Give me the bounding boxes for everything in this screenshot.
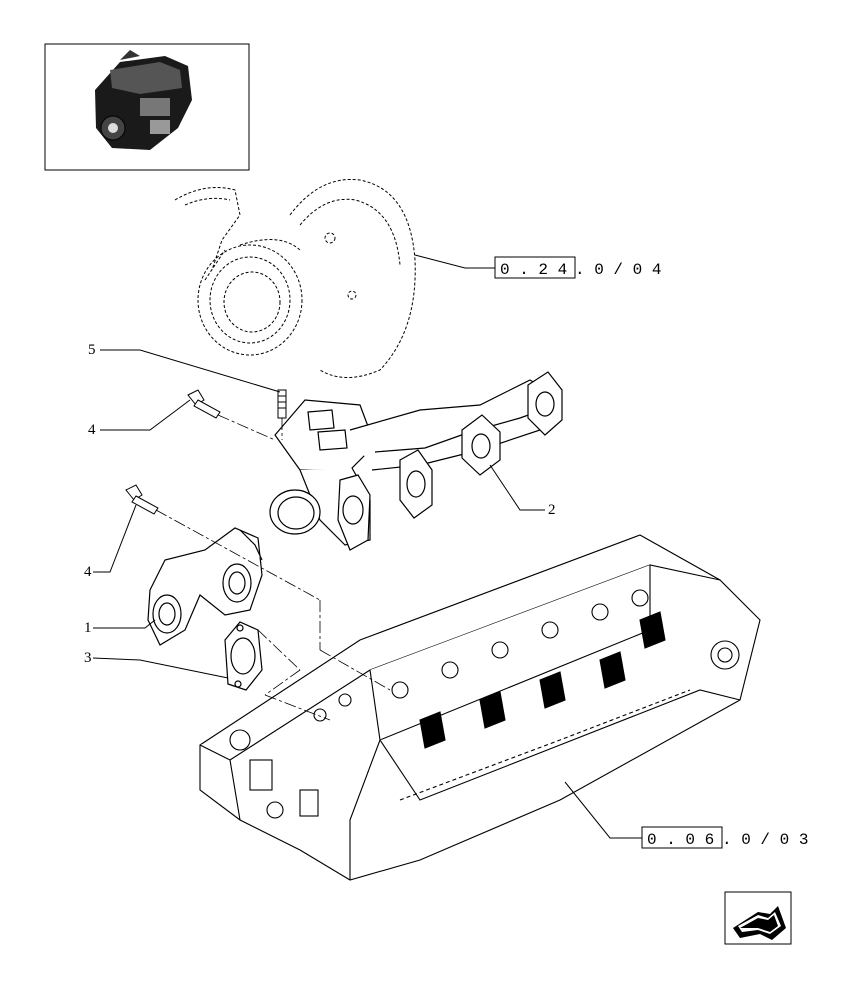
manifold-front[interactable]	[147, 527, 263, 646]
leader-lines	[92, 254, 642, 839]
engine-thumbnail-icon	[95, 50, 192, 150]
gasket[interactable]	[224, 621, 263, 691]
reference-cylinder-head-boxed: 0 . 0 6	[647, 831, 714, 849]
reference-cylinder-head-suffix: . 0 / 0 3	[722, 831, 808, 849]
assembly-lines	[155, 414, 391, 721]
screw-upper[interactable]	[187, 389, 221, 419]
exhaust-manifold[interactable]	[269, 371, 563, 551]
callout-5: 5	[88, 342, 96, 358]
reference-turbocharger-boxed: 0 . 2 4	[500, 261, 567, 279]
callout-2: 2	[548, 502, 556, 518]
screw-lower[interactable]	[125, 484, 159, 515]
callout-4-lower: 4	[84, 564, 92, 580]
stud[interactable]	[277, 389, 287, 419]
reference-cylinder-head[interactable]: 0 . 0 6 . 0 / 0 3	[641, 826, 808, 849]
reference-turbocharger-suffix: . 0 / 0 4	[575, 261, 661, 279]
turbocharger[interactable]	[174, 178, 416, 378]
engine-thumbnail[interactable]	[44, 43, 250, 171]
callout-3: 3	[84, 650, 92, 666]
reference-turbocharger[interactable]: 0 . 2 4 . 0 / 0 4	[494, 256, 661, 279]
cylinder-head[interactable]	[199, 534, 761, 881]
previous-page-button[interactable]	[724, 891, 792, 945]
callout-4-upper: 4	[88, 422, 96, 438]
previous-page-arrow-icon	[733, 906, 786, 940]
callout-1: 1	[84, 620, 92, 636]
